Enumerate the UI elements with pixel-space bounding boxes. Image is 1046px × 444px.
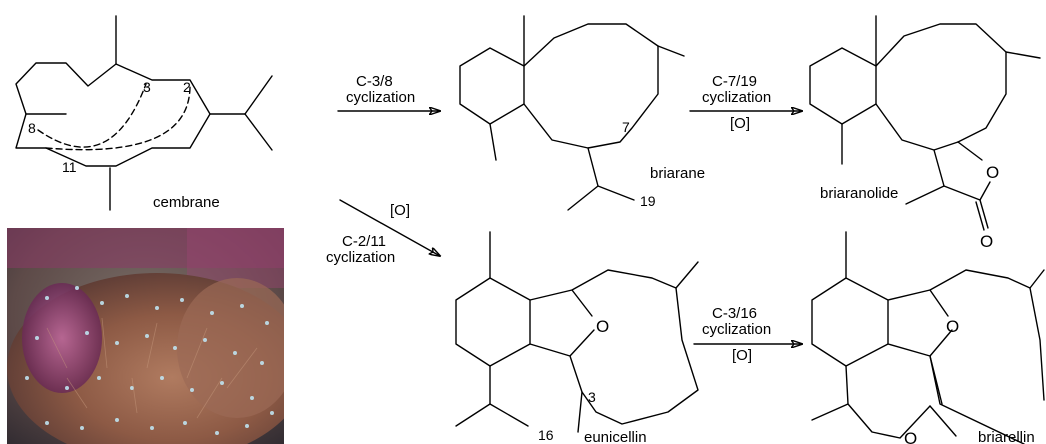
- arrow-c38-line1: C-3/8: [356, 73, 393, 90]
- cembrane-label: cembrane: [153, 194, 220, 211]
- arrow-c316-line2: cyclization: [702, 321, 771, 338]
- arrow-c211: [339, 199, 440, 256]
- cembrane-atom-2: 2: [183, 79, 191, 95]
- briaranolide-ring-oxygen: O: [986, 163, 999, 182]
- arrow-c38-line2: cyclization: [346, 89, 415, 106]
- briarellin-oxygen-lower: O: [904, 429, 917, 444]
- coral-photo-image: [7, 228, 284, 444]
- briarane-structure: [459, 15, 685, 211]
- briarellin-structure: [811, 231, 1045, 444]
- cembrane-atom-11: 11: [62, 159, 77, 175]
- cembrane-structure: [15, 15, 273, 211]
- eunicellin-structure: [455, 231, 699, 433]
- arrow-c316-line3: [O]: [732, 347, 752, 364]
- arrow-c719-line3: [O]: [730, 115, 750, 132]
- cembrane-atom-3: 3: [143, 79, 151, 95]
- briaranolide-structure: [809, 15, 1041, 231]
- arrow-c316-line1: C-3/16: [712, 305, 757, 322]
- coral-photo: [7, 228, 284, 444]
- arrow-c719-line2: cyclization: [702, 89, 771, 106]
- arrow-c719-line1: C-7/19: [712, 73, 757, 90]
- eunicellin-atom-3: 3: [588, 389, 596, 405]
- briaranolide-label: briaranolide: [820, 185, 898, 202]
- eunicellin-atom-16: 16: [538, 427, 554, 443]
- arrow-c211-line3: cyclization: [326, 249, 395, 266]
- briarellin-oxygen-upper: O: [946, 317, 959, 336]
- briaranolide-carbonyl-oxygen: O: [980, 232, 993, 251]
- briarellin-label: briarellin: [978, 429, 1035, 444]
- cembrane-atom-8: 8: [28, 120, 36, 136]
- arrow-c211-line1: [O]: [390, 202, 410, 219]
- briarane-atom-7: 7: [622, 119, 630, 135]
- eunicellin-oxygen: O: [596, 317, 609, 336]
- arrow-c211-line2: C-2/11: [342, 233, 386, 250]
- briarane-label: briarane: [650, 165, 705, 182]
- eunicellin-label: eunicellin: [584, 429, 647, 444]
- briarane-atom-19: 19: [640, 193, 656, 209]
